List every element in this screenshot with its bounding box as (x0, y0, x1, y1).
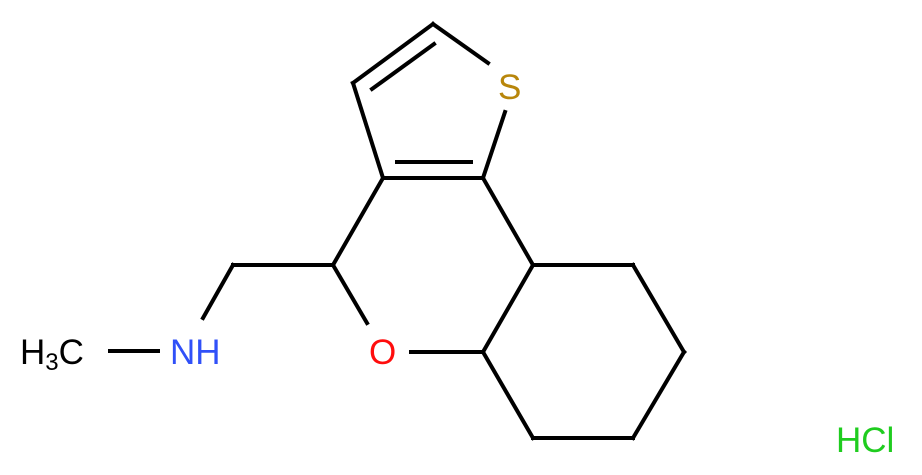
pyran-ring (330, 175, 536, 354)
sulfur-atom-label: S (498, 68, 521, 107)
nitrogen-atom-label: NH (170, 333, 221, 372)
methyl-group-label: H3C (20, 333, 84, 376)
thiophene-ring (350, 21, 508, 181)
hcl-salt-label: HCl (836, 421, 894, 460)
oxygen-atom-label: O (369, 333, 396, 372)
cyclohexane-ring (480, 262, 687, 441)
methylaminomethyl-chain (108, 262, 335, 353)
